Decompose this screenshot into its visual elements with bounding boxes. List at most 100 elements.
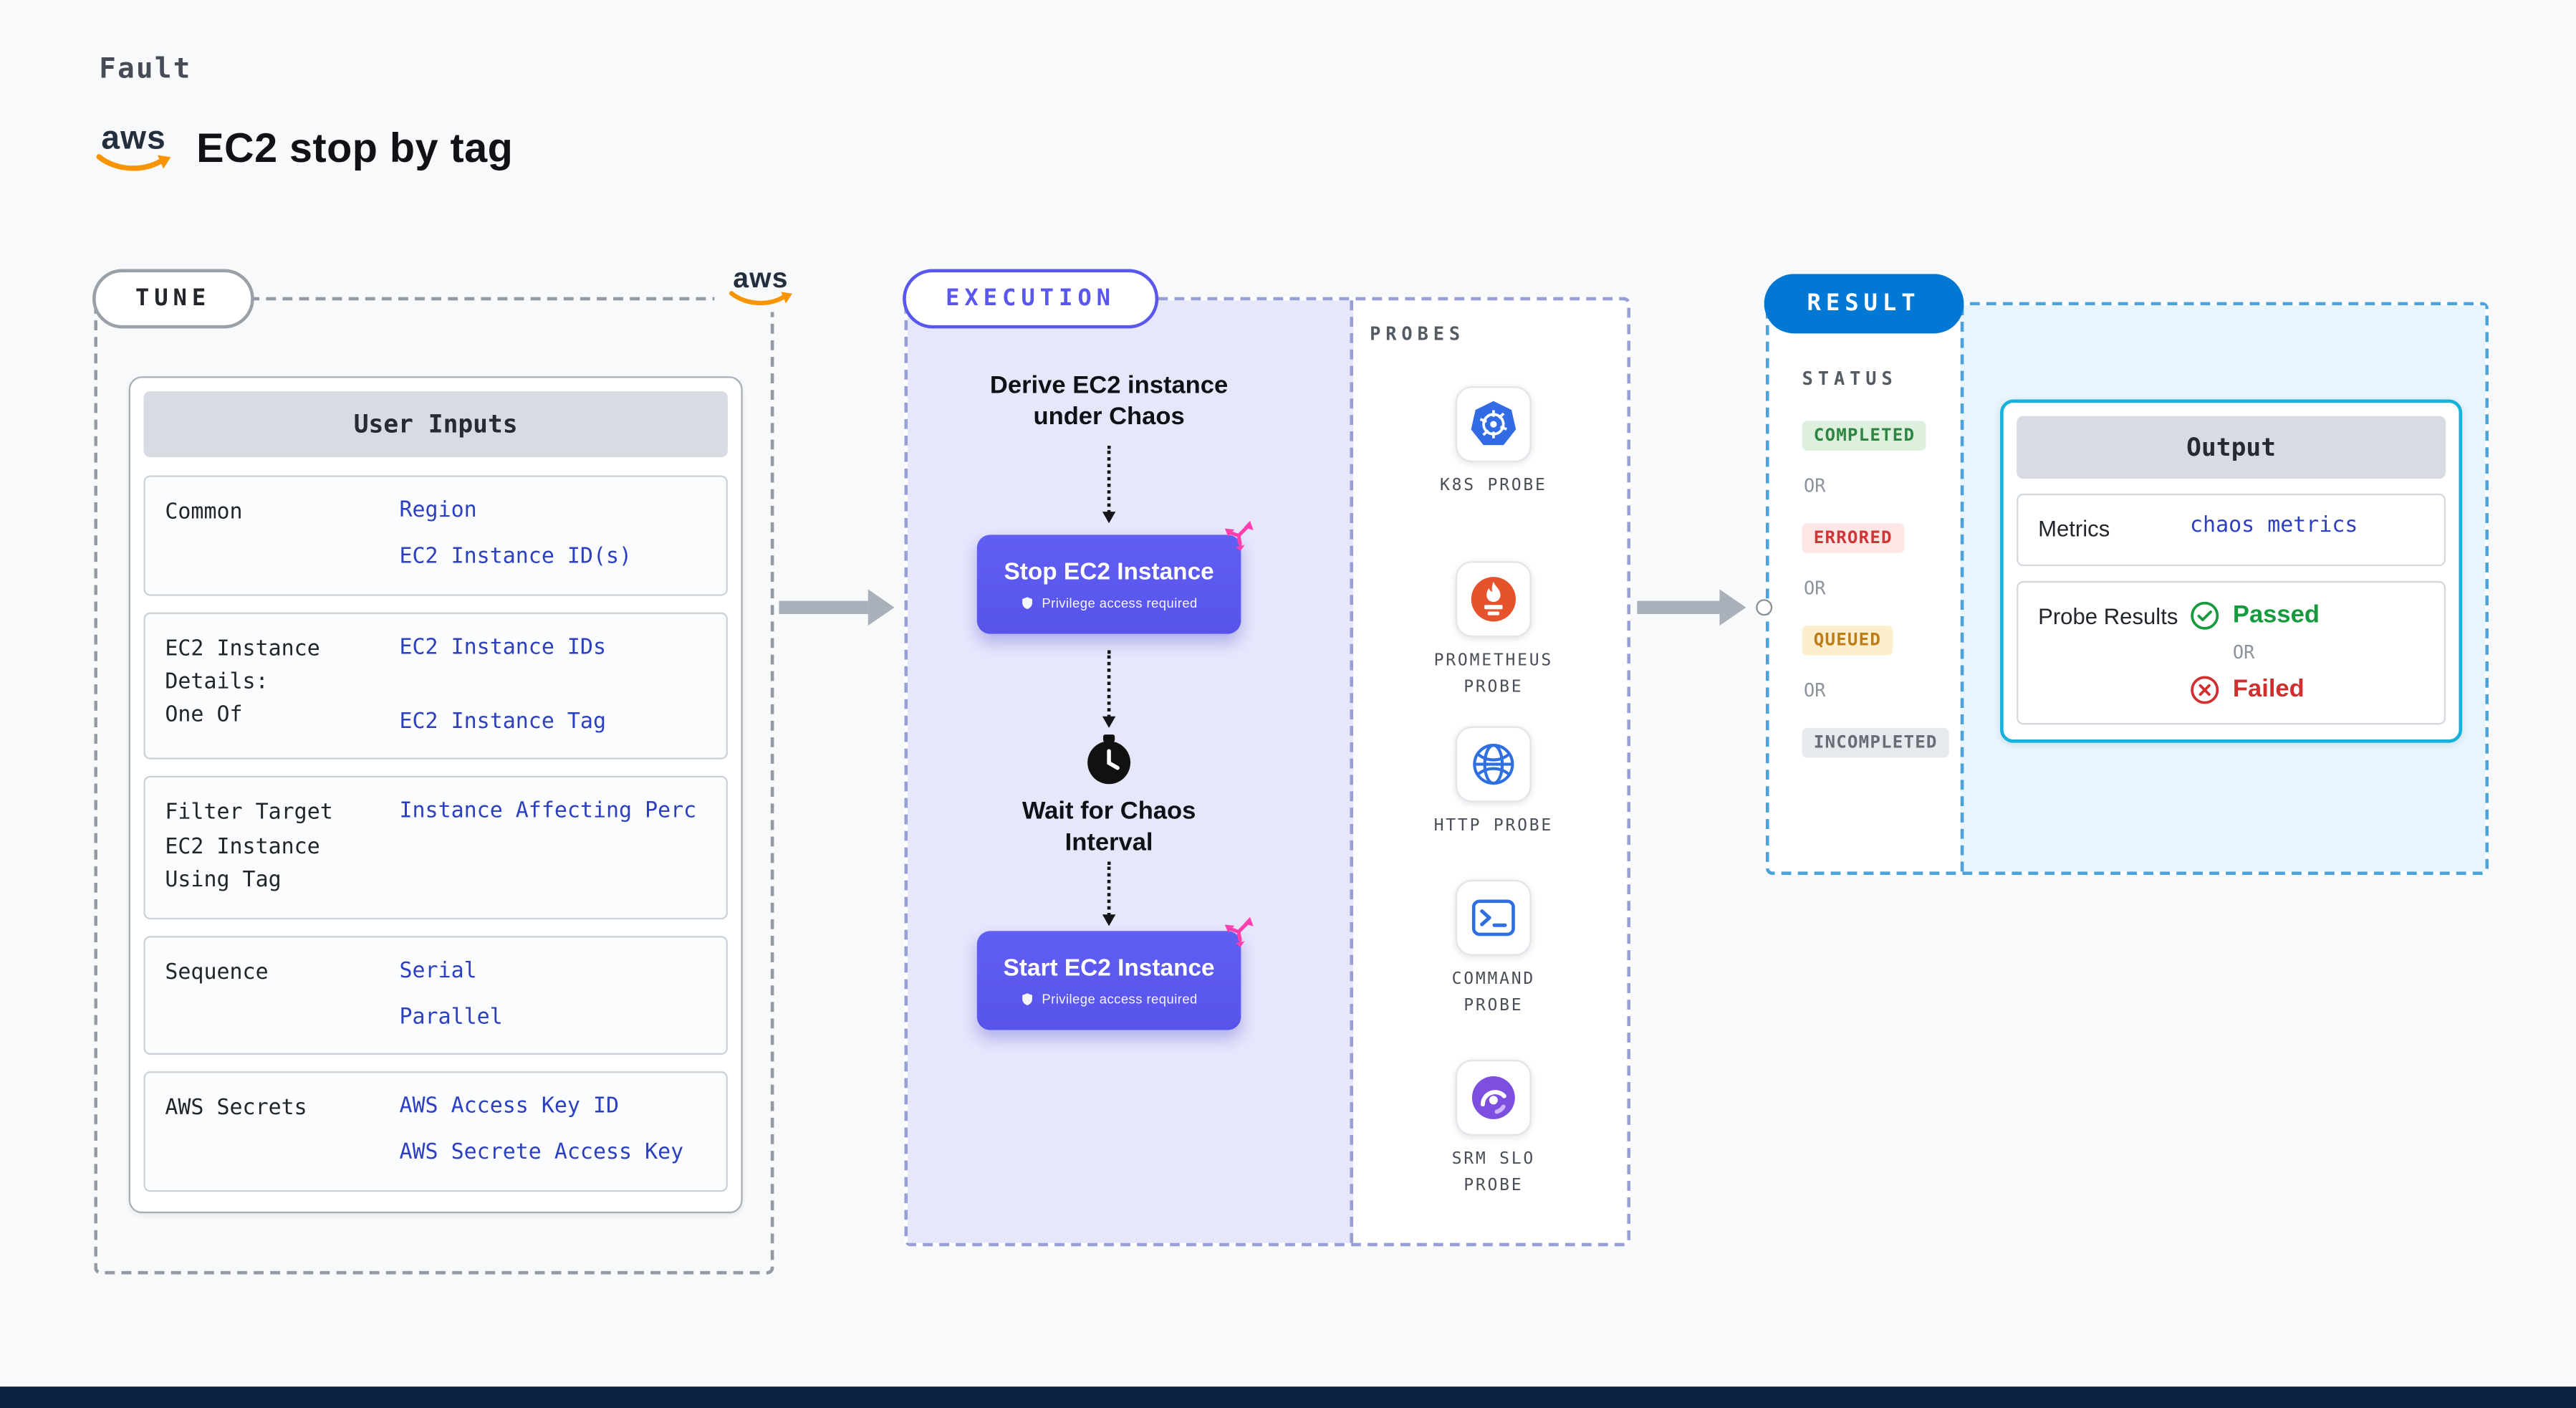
input-label: Sequence [165,960,269,985]
probe-name: PROMETHEUS PROBE [1433,651,1554,696]
input-value: AWS Secrete Access Key [399,1141,684,1167]
execution-section: EXECUTION Derive EC2 instance under Chao… [903,269,1631,1247]
input-label: EC2 Instance Details: One Of [165,636,320,728]
status-badge-completed: COMPLETED [1802,421,1927,451]
probe-card [1455,726,1532,803]
probe-card [1455,879,1532,956]
status-label: STATUS [1802,368,1898,390]
aws-logo: aws [96,122,172,175]
derive-step-text: Derive EC2 instance under Chaos [989,371,1229,431]
probe-name: SRM SLO PROBE [1451,1150,1536,1194]
probe-results-label: Probe Results [2038,603,2178,628]
flow-connector-down-icon [1102,445,1116,524]
or-separator: OR [1803,475,1826,497]
globe-icon [1473,744,1514,785]
probe-card [1455,561,1532,638]
execution-probes-divider [1350,300,1354,1243]
input-value: Serial [399,958,477,984]
or-separator: OR [1803,578,1826,600]
input-values: Instance Affecting Perc [399,798,706,898]
probe-name: HTTP PROBE [1433,817,1554,835]
privilege-badge: Privilege access required [1020,595,1197,610]
probe-item-k8s: K8S PROBE [1403,386,1584,499]
prometheus-icon [1471,577,1516,622]
probe-card [1455,386,1532,463]
status-badge-errored: ERRORED [1802,523,1904,553]
input-value: Parallel [399,1005,503,1030]
stop-ec2-instance-button[interactable]: Stop EC2 Instance Privilege access requi… [976,520,1254,634]
user-inputs-card: User Inputs Common Region EC2 Instance I… [128,376,743,1214]
or-separator: OR [2232,641,2255,664]
input-values: EC2 Instance IDs EC2 Instance Tag [399,633,706,739]
input-value: AWS Access Key ID [399,1095,620,1121]
page-title: EC2 stop by tag [196,124,514,171]
metrics-value: chaos metrics [2190,513,2358,539]
terminal-icon [1471,899,1515,937]
privilege-badge: Privilege access required [1020,991,1197,1006]
chaos-icon [1224,916,1254,947]
tune-pill: TUNE [92,269,254,329]
arrow-execution-to-result-icon [1637,589,1746,626]
clock-icon [1087,734,1131,785]
input-values: Serial Parallel [399,957,706,1035]
status-badge-queued: QUEUED [1802,626,1893,656]
input-label: AWS Secrets [165,1096,307,1122]
shield-icon [1022,596,1033,608]
input-row-sequence: Sequence Serial Parallel [143,935,728,1056]
probe-item-http: HTTP PROBE [1403,726,1584,840]
output-header: Output [2017,416,2446,479]
input-row-instance-details: EC2 Instance Details: One Of EC2 Instanc… [143,611,728,760]
wait-step-text: Wait for Chaos Interval [1022,797,1196,857]
metrics-row: Metrics chaos metrics [2017,493,2446,566]
execution-flow-background [908,300,1354,1243]
gauge-icon [1471,1076,1515,1119]
tune-section: TUNE aws User Inputs Common Region EC2 I… [92,260,807,1275]
start-ec2-instance-button[interactable]: Start EC2 Instance Privilege access requ… [976,916,1254,1030]
result-section: RESULT STATUS COMPLETED OR ERRORED OR QU… [1764,274,2489,875]
aws-logo-text: aws [101,120,166,157]
probe-item-prometheus: PROMETHEUS PROBE [1403,561,1584,700]
privilege-badge-text: Privilege access required [1042,595,1198,610]
passed-line: Passed [2190,600,2320,630]
input-value: Instance Affecting Perc [399,799,697,825]
failed-line: Failed [2190,674,2320,704]
probe-item-command: COMMAND PROBE [1403,879,1584,1019]
probe-name: COMMAND PROBE [1451,970,1536,1015]
input-value: EC2 Instance IDs [399,635,606,660]
aws-logo-small: aws [714,260,807,312]
input-row-aws-secrets: AWS Secrets AWS Access Key ID AWS Secret… [143,1072,728,1192]
input-values: AWS Access Key ID AWS Secrete Access Key [399,1093,706,1171]
start-button-label: Start EC2 Instance [1003,954,1215,982]
aws-swoosh-icon [96,154,171,171]
flow-connector-down-icon [1102,861,1116,926]
flow-connector-down-icon [1102,650,1116,728]
aws-swoosh-small-icon [729,291,792,305]
input-values: Region EC2 Instance ID(s) [399,497,706,574]
probe-card [1455,1059,1532,1136]
bottom-bar [0,1387,2576,1408]
or-separator: OR [1803,680,1826,702]
check-circle-icon [2191,600,2219,629]
arrow-tune-to-execution-icon [779,589,895,626]
execution-pill: EXECUTION [903,269,1158,329]
input-value: EC2 Instance ID(s) [399,544,633,570]
connector-dot [1756,599,1773,616]
chaos-icon [1224,520,1254,551]
probe-results-row: Probe Results Passed OR [2017,580,2446,724]
title-row: aws EC2 stop by tag [96,122,514,175]
input-value: EC2 Instance Tag [399,709,606,734]
probe-name: K8S PROBE [1439,476,1547,496]
aws-logo-small-text: aws [733,262,789,294]
input-label: Common [165,500,243,525]
stop-button-label: Stop EC2 Instance [1004,558,1214,585]
user-inputs-header: User Inputs [143,391,728,458]
failed-text: Failed [2232,675,2305,704]
passed-text: Passed [2232,600,2320,629]
probes-label: PROBES [1370,323,1466,345]
metrics-label: Metrics [2038,517,2110,542]
input-row-filter-target: Filter Target EC2 Instance Using Tag Ins… [143,776,728,919]
privilege-badge-text: Privilege access required [1042,991,1198,1007]
probe-results: Passed OR Failed [2190,600,2320,704]
input-label: Filter Target EC2 Instance Using Tag [165,801,333,893]
